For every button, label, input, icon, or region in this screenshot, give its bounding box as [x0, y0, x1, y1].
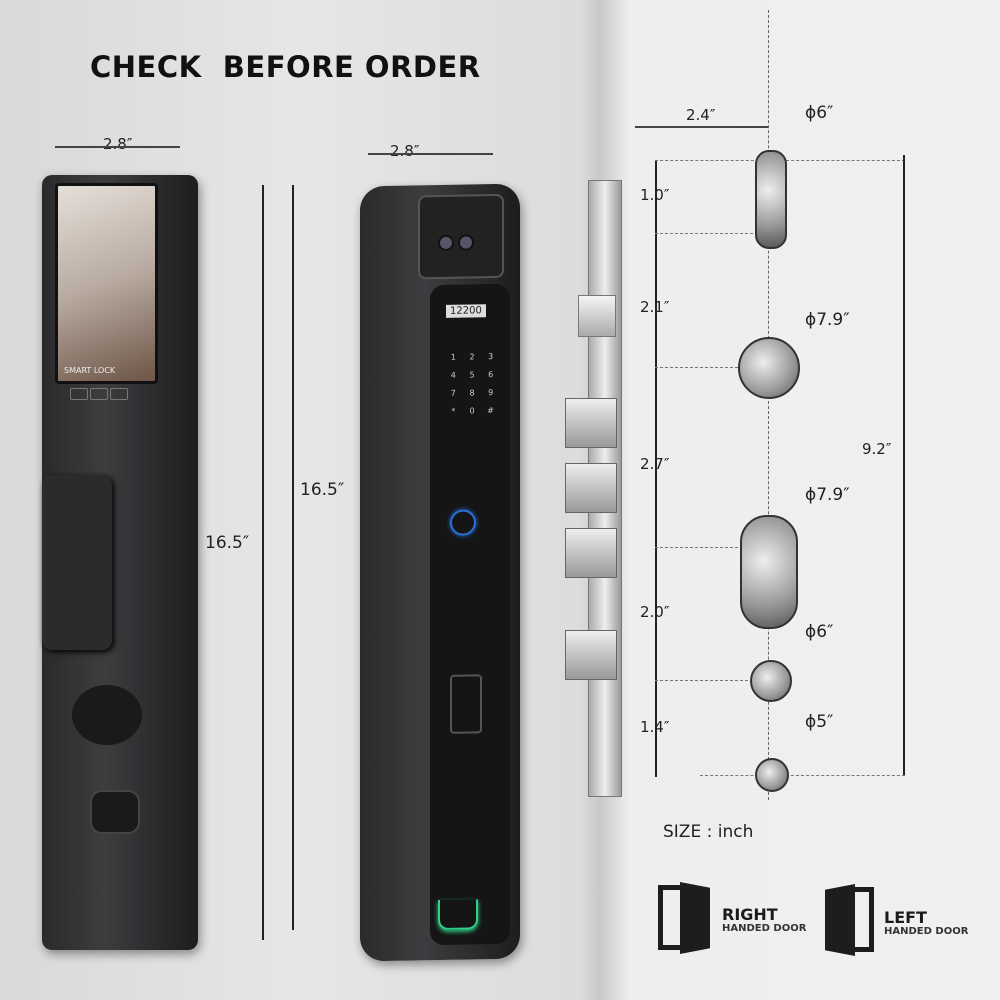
- hole-circle: [755, 758, 789, 792]
- total-label: 9.2″: [862, 440, 892, 458]
- left-width-arrow: [55, 146, 180, 148]
- deadbolt: [565, 630, 617, 680]
- middle-height-label: 16.5″: [300, 480, 345, 500]
- key-cylinder: [90, 790, 140, 834]
- backset-label: 2.4″: [686, 106, 716, 124]
- key[interactable]: 4: [450, 370, 456, 380]
- thumb-turn-knob[interactable]: [72, 685, 142, 745]
- hole-circle: [750, 660, 792, 702]
- total-dimension-line: [903, 155, 905, 775]
- diameter-label: ϕ7.9″: [805, 485, 850, 505]
- key[interactable]: 1: [450, 352, 456, 362]
- right-door-icon: [680, 882, 710, 954]
- hole-circle: [738, 337, 800, 399]
- camera-lens-icon: [458, 234, 474, 251]
- guide-line: [655, 547, 768, 548]
- spacing-label: 2.0″: [640, 603, 670, 621]
- guide-line: [655, 680, 768, 681]
- diameter-label: ϕ7.9″: [805, 310, 850, 330]
- camera-lens-icon: [438, 234, 454, 252]
- middle-height-arrow: [292, 185, 294, 930]
- middle-width-label: 2.8″: [390, 142, 420, 160]
- right-handed-door: RIGHT HANDED DOOR: [722, 905, 807, 935]
- camera-module: [418, 193, 504, 280]
- right-door-frame-icon: [658, 885, 680, 950]
- backset-line: [635, 126, 768, 128]
- deadbolt: [565, 463, 617, 513]
- deadbolt: [565, 398, 617, 448]
- left-height-label: 16.5″: [205, 533, 250, 553]
- door-type-title: RIGHT: [722, 905, 778, 924]
- screen-button[interactable]: [90, 388, 108, 400]
- deadbolt: [565, 528, 617, 578]
- guide-line: [655, 233, 768, 234]
- spacing-label: 1.4″: [640, 718, 670, 736]
- push-pull-handle-icon[interactable]: [450, 674, 482, 734]
- door-type-title: LEFT: [884, 908, 927, 927]
- keypad[interactable]: 1 2 3 4 5 6 7 8 9 * 0 #: [444, 352, 500, 416]
- guide-line: [655, 367, 768, 368]
- key[interactable]: 5: [469, 370, 475, 380]
- page-title: CHECK BEFORE ORDER: [90, 50, 481, 84]
- door-type-subtitle: HANDED DOOR: [722, 923, 807, 934]
- door-handle[interactable]: [42, 475, 112, 650]
- keypad-display: 12200: [446, 304, 486, 318]
- diameter-label: ϕ6″: [805, 622, 834, 642]
- left-height-arrow: [262, 185, 264, 940]
- hole-slot: [740, 515, 798, 629]
- left-width-label: 2.8″: [103, 135, 133, 153]
- hole-slot: [755, 150, 787, 249]
- touch-panel: 12200 1 2 3 4 5 6 7 8 9 * 0 #: [430, 283, 510, 946]
- screen-button[interactable]: [70, 388, 88, 400]
- diameter-label: ϕ5″: [805, 712, 834, 732]
- face-display-screen: SMART LOCK: [55, 183, 158, 384]
- screen-button[interactable]: [110, 388, 128, 400]
- key[interactable]: 8: [469, 388, 475, 398]
- diameter-label: ϕ6″: [805, 103, 834, 123]
- spacing-dimension-line: [655, 160, 657, 777]
- left-handed-door: LEFT HANDED DOOR: [884, 908, 969, 938]
- key[interactable]: 3: [488, 352, 494, 362]
- left-door-frame-icon: [852, 887, 874, 952]
- middle-lock-body: 12200 1 2 3 4 5 6 7 8 9 * 0 #: [360, 183, 520, 962]
- spacing-label: 1.0″: [640, 186, 670, 204]
- center-line: [768, 10, 769, 800]
- spacing-label: 2.1″: [640, 298, 670, 316]
- door-type-subtitle: HANDED DOOR: [884, 926, 969, 937]
- screen-logo: SMART LOCK: [64, 366, 116, 375]
- spacing-label: 2.7″: [640, 455, 670, 473]
- key[interactable]: #: [487, 406, 494, 416]
- status-light: [438, 899, 478, 931]
- key[interactable]: 0: [469, 406, 475, 416]
- key[interactable]: 2: [469, 352, 475, 362]
- key[interactable]: *: [451, 406, 456, 416]
- left-door-icon: [825, 884, 855, 956]
- key[interactable]: 9: [488, 388, 494, 398]
- size-note: SIZE : inch: [663, 822, 754, 842]
- key[interactable]: 7: [450, 388, 456, 398]
- middle-width-arrow: [368, 153, 493, 155]
- fingerprint-sensor-icon[interactable]: [450, 509, 476, 536]
- left-lock-body: SMART LOCK: [42, 175, 198, 950]
- guide-line: [700, 775, 905, 776]
- latch-bolt: [578, 295, 616, 337]
- key[interactable]: 6: [488, 370, 494, 380]
